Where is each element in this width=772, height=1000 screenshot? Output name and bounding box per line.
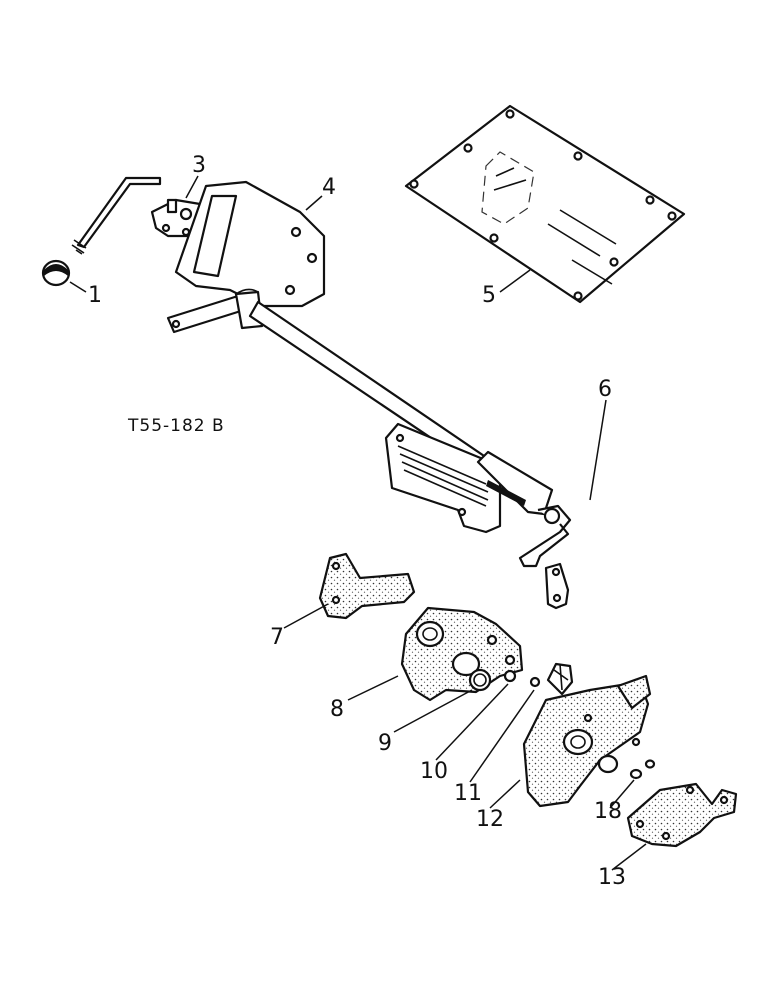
callout-4: 4 bbox=[322, 175, 336, 200]
callout-1: 1 bbox=[88, 283, 102, 308]
callout-7: 7 bbox=[270, 625, 284, 650]
valve-body-part bbox=[400, 606, 524, 702]
guide-block-part bbox=[384, 422, 554, 534]
drawing-code: T55-182 B bbox=[127, 416, 225, 436]
knob-part bbox=[41, 259, 71, 287]
leader-lines bbox=[69, 175, 647, 871]
end-cover-part bbox=[626, 782, 738, 848]
callout-13: 13 bbox=[598, 865, 626, 890]
valve-assembly-part bbox=[522, 662, 652, 808]
callout-18: 18 bbox=[594, 799, 622, 824]
callout-3: 3 bbox=[192, 153, 206, 178]
callout-6: 6 bbox=[598, 377, 612, 402]
lever-part bbox=[71, 176, 206, 255]
callout-9: 9 bbox=[378, 731, 392, 756]
callout-11: 11 bbox=[454, 781, 482, 806]
small-bracket-part bbox=[318, 552, 416, 620]
seal-part bbox=[503, 669, 517, 683]
cover-plate-part bbox=[404, 104, 686, 304]
washer-part bbox=[529, 676, 541, 688]
o-ring-part bbox=[468, 668, 492, 692]
callout-8: 8 bbox=[330, 697, 344, 722]
callout-12: 12 bbox=[476, 807, 504, 832]
callout-5: 5 bbox=[482, 283, 496, 308]
callout-10: 10 bbox=[420, 759, 448, 784]
link-part bbox=[518, 504, 572, 610]
seal-ring-part bbox=[629, 759, 656, 780]
